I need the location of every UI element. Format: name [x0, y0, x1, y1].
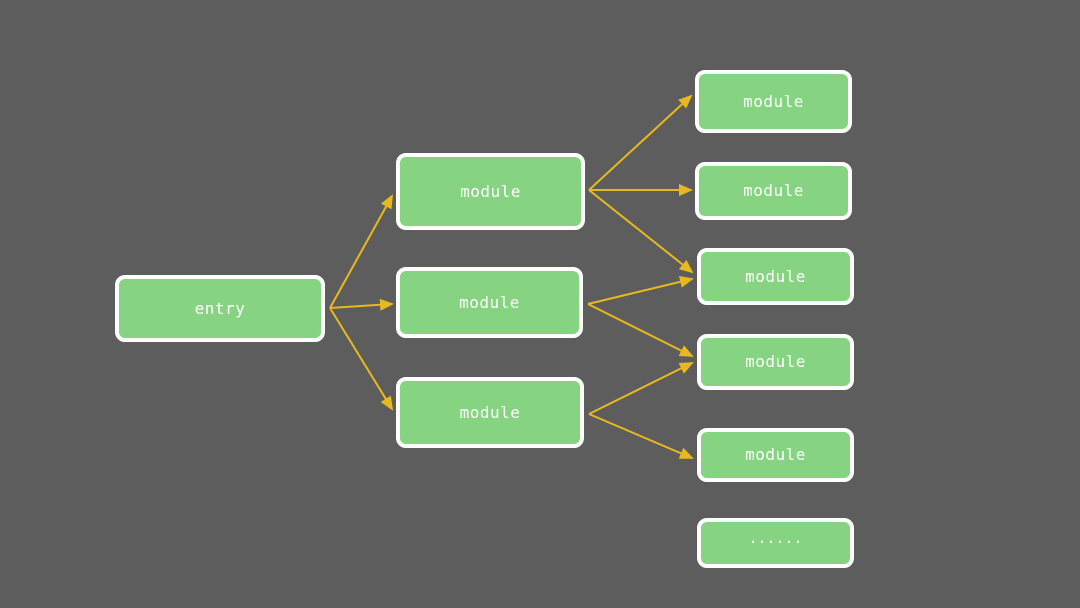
edge-mod-a-to-mod-3	[588, 189, 694, 274]
node-label-mod-4: module	[745, 352, 806, 371]
edge-mod-c-to-mod-5	[588, 413, 694, 459]
node-label-mod-b: module	[459, 292, 520, 312]
node-label-mod-a: module	[460, 181, 521, 201]
edge-entry-to-mod-b	[329, 298, 394, 311]
edge-entry-to-mod-c	[329, 307, 394, 411]
node-label-mod-2: module	[743, 181, 804, 200]
node-label-mod-3: module	[745, 266, 806, 286]
node-mod-1[interactable]: module	[695, 70, 852, 133]
node-entry[interactable]: entry	[115, 275, 325, 342]
node-label-mod-c: module	[459, 402, 521, 422]
node-label-entry: entry	[194, 298, 246, 318]
node-label-mod-1: module	[743, 91, 804, 111]
edge-mod-b-to-mod-3	[587, 275, 694, 305]
node-mod-more[interactable]: ......	[697, 518, 854, 568]
edge-mod-c-to-mod-4	[588, 362, 694, 415]
node-mod-a[interactable]: module	[396, 153, 585, 230]
node-mod-4[interactable]: module	[697, 334, 854, 390]
node-mod-3[interactable]: module	[697, 248, 854, 305]
node-label-mod-more: ......	[748, 528, 803, 547]
node-mod-b[interactable]: module	[396, 267, 583, 338]
edge-entry-to-mod-a	[329, 194, 393, 309]
node-mod-5[interactable]: module	[697, 428, 854, 482]
edge-mod-b-to-mod-4	[587, 303, 694, 357]
node-mod-c[interactable]: module	[396, 377, 584, 448]
node-mod-2[interactable]: module	[695, 162, 852, 220]
edge-mod-a-to-mod-1	[588, 94, 693, 191]
node-label-mod-5: module	[745, 445, 806, 464]
